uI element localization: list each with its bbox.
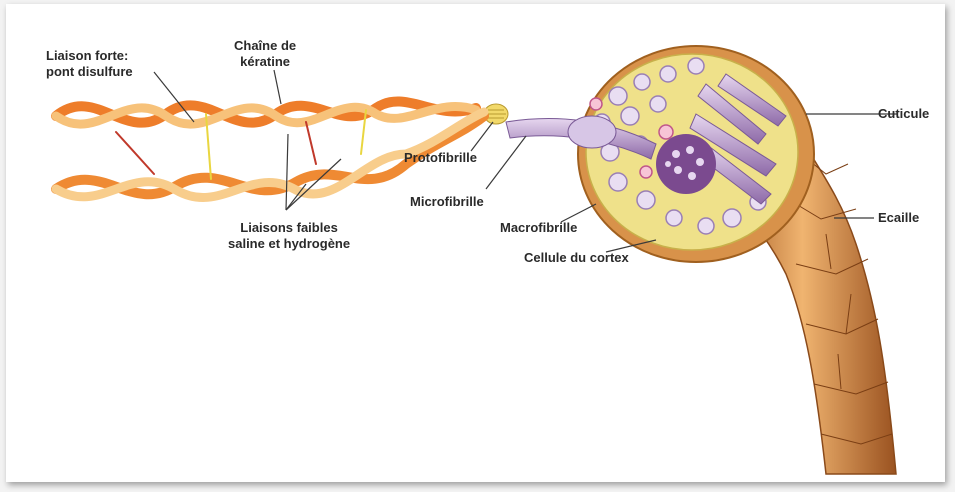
cortex-cross-section <box>578 46 814 262</box>
label-weak-bonds-line2: saline et hydrogène <box>228 236 350 252</box>
label-weak-bonds-line1: Liaisons faibles <box>228 220 350 236</box>
label-cuticle: Cuticule <box>878 106 929 122</box>
hair-structure-illustration <box>6 4 945 482</box>
label-cortex-cell: Cellule du cortex <box>524 250 629 266</box>
label-strong-bond: Liaison forte: pont disulfure <box>46 48 133 80</box>
label-keratin-chain: Chaîne de kératine <box>234 38 296 70</box>
label-strong-bond-line2: pont disulfure <box>46 64 133 80</box>
label-keratin-line2: kératine <box>234 54 296 70</box>
label-scale: Ecaille <box>878 210 919 226</box>
label-strong-bond-line1: Liaison forte: <box>46 48 133 64</box>
label-macrofibril: Macrofibrille <box>500 220 577 236</box>
label-keratin-line1: Chaîne de <box>234 38 296 54</box>
label-weak-bonds: Liaisons faibles saline et hydrogène <box>228 220 350 252</box>
label-microfibril: Microfibrille <box>410 194 484 210</box>
label-protofibril: Protofibrille <box>404 150 477 166</box>
macrofibril-core <box>656 134 716 194</box>
diagram-frame: Liaison forte: pont disulfure Chaîne de … <box>6 4 945 482</box>
